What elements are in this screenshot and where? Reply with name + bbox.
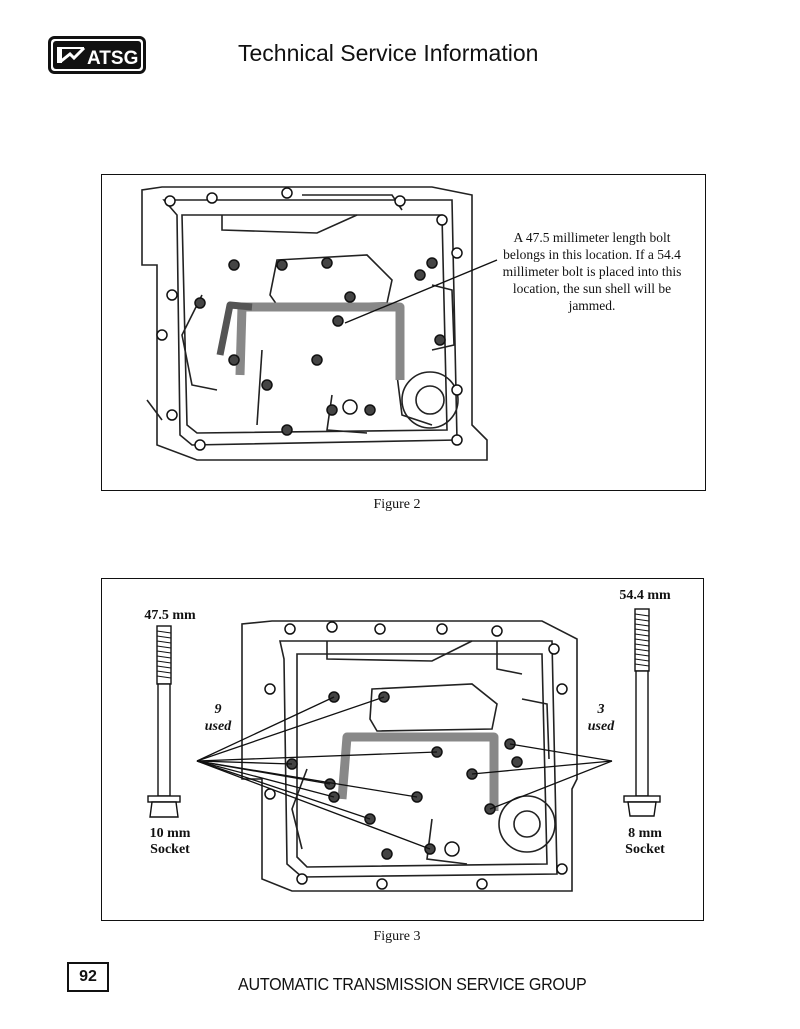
figure-3-caption: Figure 3 — [373, 929, 421, 944]
bolt-47-5mm-icon — [147, 625, 181, 818]
bolt-54-4mm-icon — [623, 608, 661, 817]
atsg-logo: ATSG — [48, 36, 146, 74]
leader-lines-9-used — [196, 696, 438, 850]
figure-2-caption: Figure 2 — [373, 497, 421, 512]
bolt-length-47-5-label: 47.5 mm — [144, 608, 196, 623]
valve-body-diagram-fig2 — [141, 186, 498, 461]
svg-text:ATSG: ATSG — [87, 48, 138, 69]
footer-text: AUTOMATIC TRANSMISSION SERVICE GROUP — [238, 974, 587, 994]
page-number: 92 — [67, 962, 109, 992]
bolt-length-54-4-label: 54.4 mm — [619, 588, 671, 603]
pointer-line — [344, 259, 498, 324]
valve-body-diagram-fig3 — [147, 608, 661, 892]
bolt-note: A 47.5 millimeter length bolt belongs in… — [502, 230, 682, 313]
figure-2-frame: A 47.5 millimeter length bolt belongs in… — [101, 174, 706, 491]
leader-lines-3-used — [471, 743, 613, 810]
page-title: Technical Service Information — [238, 40, 539, 66]
